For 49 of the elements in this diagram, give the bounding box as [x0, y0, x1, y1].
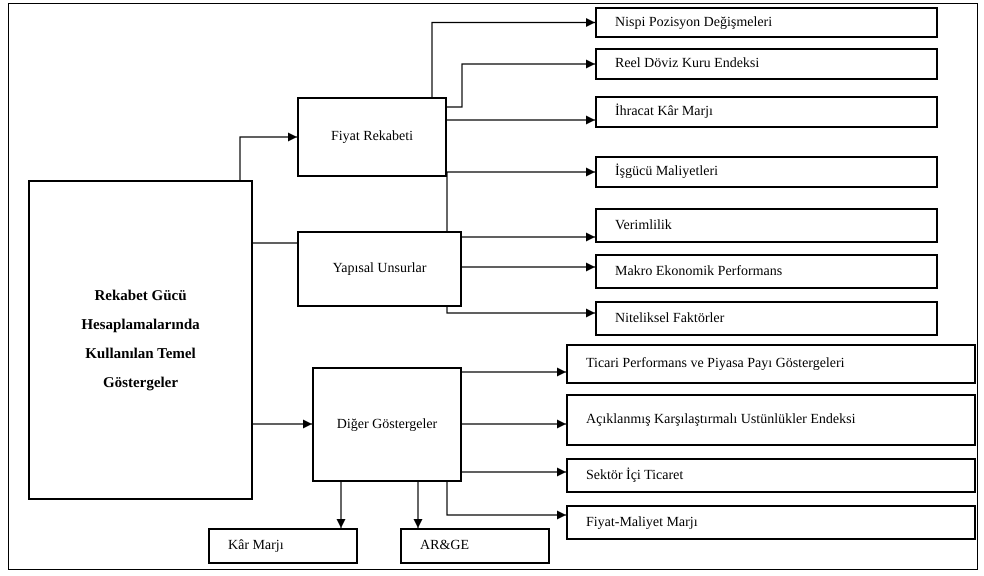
box-label: Ticari Performans ve Piyasa Payı Göstergeleri	[586, 355, 845, 373]
indicator-box	[595, 254, 938, 289]
box-label: Niteliksel Faktörler	[615, 310, 724, 328]
indicator-box	[595, 156, 938, 188]
box-label: AR&GE	[420, 537, 469, 555]
category-box	[297, 97, 447, 177]
arrow	[462, 368, 566, 376]
arrow	[414, 482, 422, 528]
indicator-box	[566, 344, 976, 384]
indicator-box	[566, 394, 976, 446]
indicator-box	[400, 528, 550, 564]
arrow	[253, 420, 312, 428]
box-label: Diğer Göstergeler	[336, 416, 438, 434]
arrow	[239, 132, 297, 180]
box-label: Fiyat-Maliyet Marjı	[586, 514, 698, 532]
arrow	[446, 482, 566, 520]
category-box	[297, 231, 462, 307]
indicator-box	[595, 208, 938, 243]
box-label: Kâr Marjı	[228, 537, 284, 555]
arrow	[431, 18, 595, 97]
arrow	[446, 168, 595, 231]
arrow	[462, 420, 566, 428]
box-label: Nispi Pozisyon Değişmeleri	[615, 14, 772, 32]
box-label: İhracat Kâr Marjı	[615, 103, 713, 121]
indicator-box	[595, 48, 938, 80]
arrow	[462, 232, 595, 242]
arrow	[446, 307, 595, 318]
arrow	[462, 468, 566, 476]
box-label: Makro Ekonomik Performans	[615, 262, 782, 280]
category-box	[312, 367, 462, 482]
indicator-box	[595, 7, 938, 38]
box-label: Fiyat Rekabeti	[330, 128, 414, 146]
arrow	[447, 116, 595, 124]
main-box	[28, 180, 253, 500]
box-label: Açıklanmış Karşılaştırmalı Ustünlükler Endeksi	[586, 411, 856, 429]
indicator-box	[595, 96, 938, 128]
indicator-box	[208, 528, 358, 564]
box-label: Sektör İçi Ticaret	[586, 466, 684, 484]
indicator-box	[566, 458, 976, 493]
box-label: Verimlilik	[615, 216, 672, 234]
box-label: Yapısal Unsurlar	[332, 260, 426, 278]
arrow	[447, 60, 595, 108]
arrow	[462, 262, 595, 272]
box-label: İşgücü Maliyetleri	[615, 163, 718, 181]
indicator-box	[595, 301, 938, 336]
box-label: Rekabet Gücü Hesaplamalarında Kullanılan Temel Göstergeler	[81, 287, 200, 393]
arrow	[336, 482, 346, 528]
indicator-box	[566, 505, 976, 540]
box-label: Reel Döviz Kuru Endeksi	[615, 55, 760, 73]
